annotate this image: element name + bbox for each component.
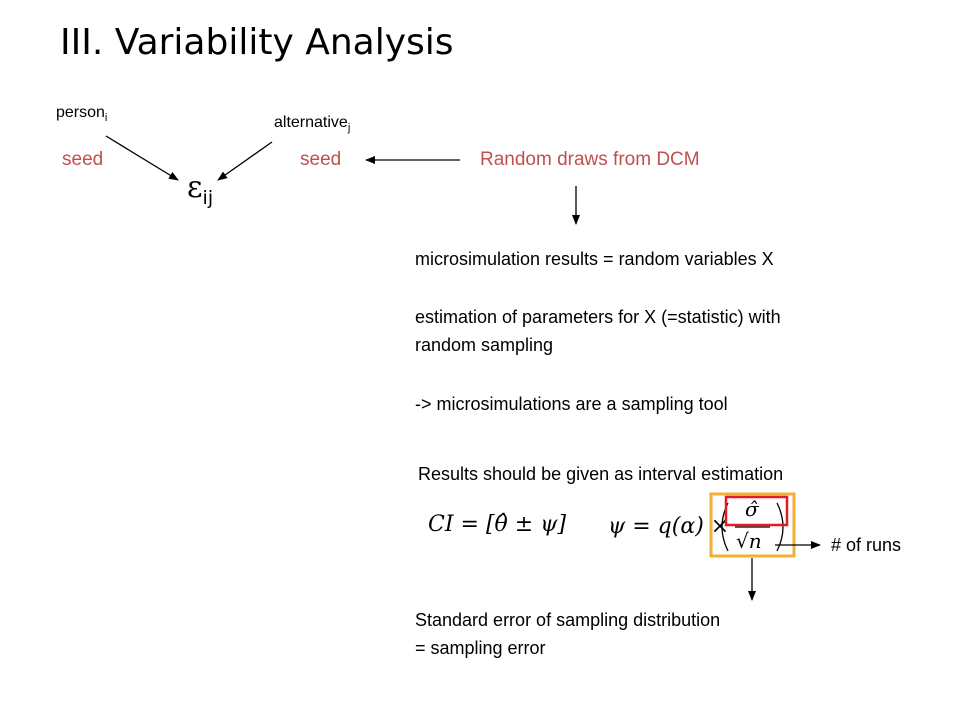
results-line: microsimulation results = random variabl… (415, 249, 774, 269)
sampling-tool-line: -> microsimulations are a sampling tool (415, 394, 728, 414)
arrow-person-to-epsilon (105, 135, 179, 181)
person-label: personi (56, 104, 108, 125)
interval-estimation-line: Results should be given as interval esti… (418, 464, 784, 484)
paren-right (776, 502, 784, 552)
page-title: III. Variability Analysis (60, 22, 454, 63)
sqrt-n: √n (736, 529, 762, 553)
runs-label: # of runs (831, 535, 902, 555)
estimation-line-1: estimation of parameters for X (=statist… (415, 307, 781, 327)
ci-formula: CI = [θ̂ ± ψ] (428, 512, 567, 537)
estimation-line-2: random sampling (415, 335, 554, 355)
epsilon-symbol: εij (187, 170, 214, 209)
seed-label-left: seed (62, 149, 104, 170)
arrow-alternative-to-epsilon (217, 141, 273, 181)
alternative-label: alternativej (274, 114, 351, 135)
seed-label-right: seed (300, 149, 342, 170)
orange-highlight-box (709, 492, 796, 558)
sigma-hat: σ̂ (745, 497, 759, 521)
red-highlight-box (724, 495, 789, 527)
psi-formula: ψ = q(α) × (608, 514, 730, 539)
stderr-line-2: = sampling error (415, 638, 546, 658)
random-draws-label: Random draws from DCM (480, 149, 700, 170)
stderr-line-1: Standard error of sampling distribution (415, 610, 721, 630)
